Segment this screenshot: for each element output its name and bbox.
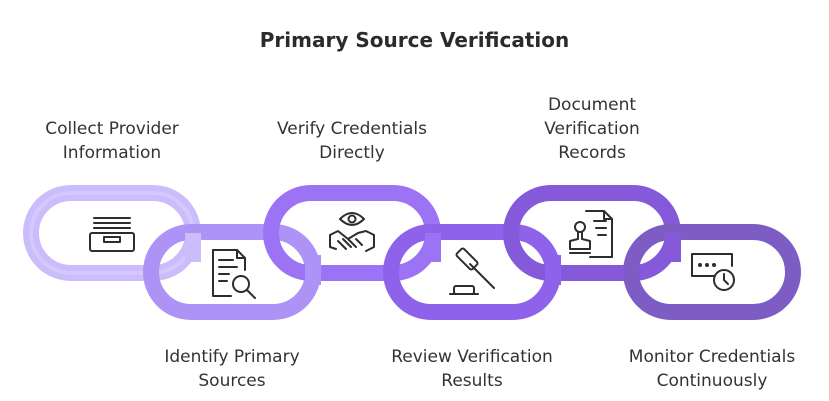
diagram-title: Primary Source Verification (259, 28, 570, 52)
chain-link-6 (623, 224, 801, 320)
stamp-document-icon (569, 210, 613, 258)
step-label-identify-primary-sources: Identify Primary Sources (164, 347, 300, 391)
step-label-review-verification-results: Review Verification Results (391, 347, 553, 391)
step-label-collect-provider-information: Collect Provider Information (45, 119, 179, 163)
gavel-icon (449, 247, 495, 295)
step-label-document-verification-records: Document Verification Records (544, 95, 640, 163)
inbox-tray-icon (89, 217, 135, 252)
document-search-icon (212, 249, 256, 299)
eye-handshake-icon (329, 212, 375, 252)
password-clock-icon (691, 253, 735, 291)
step-label-monitor-credentials-continuously: Monitor Credentials Continuously (628, 347, 796, 391)
step-label-verify-credentials-directly: Verify Credentials Directly (277, 119, 427, 163)
